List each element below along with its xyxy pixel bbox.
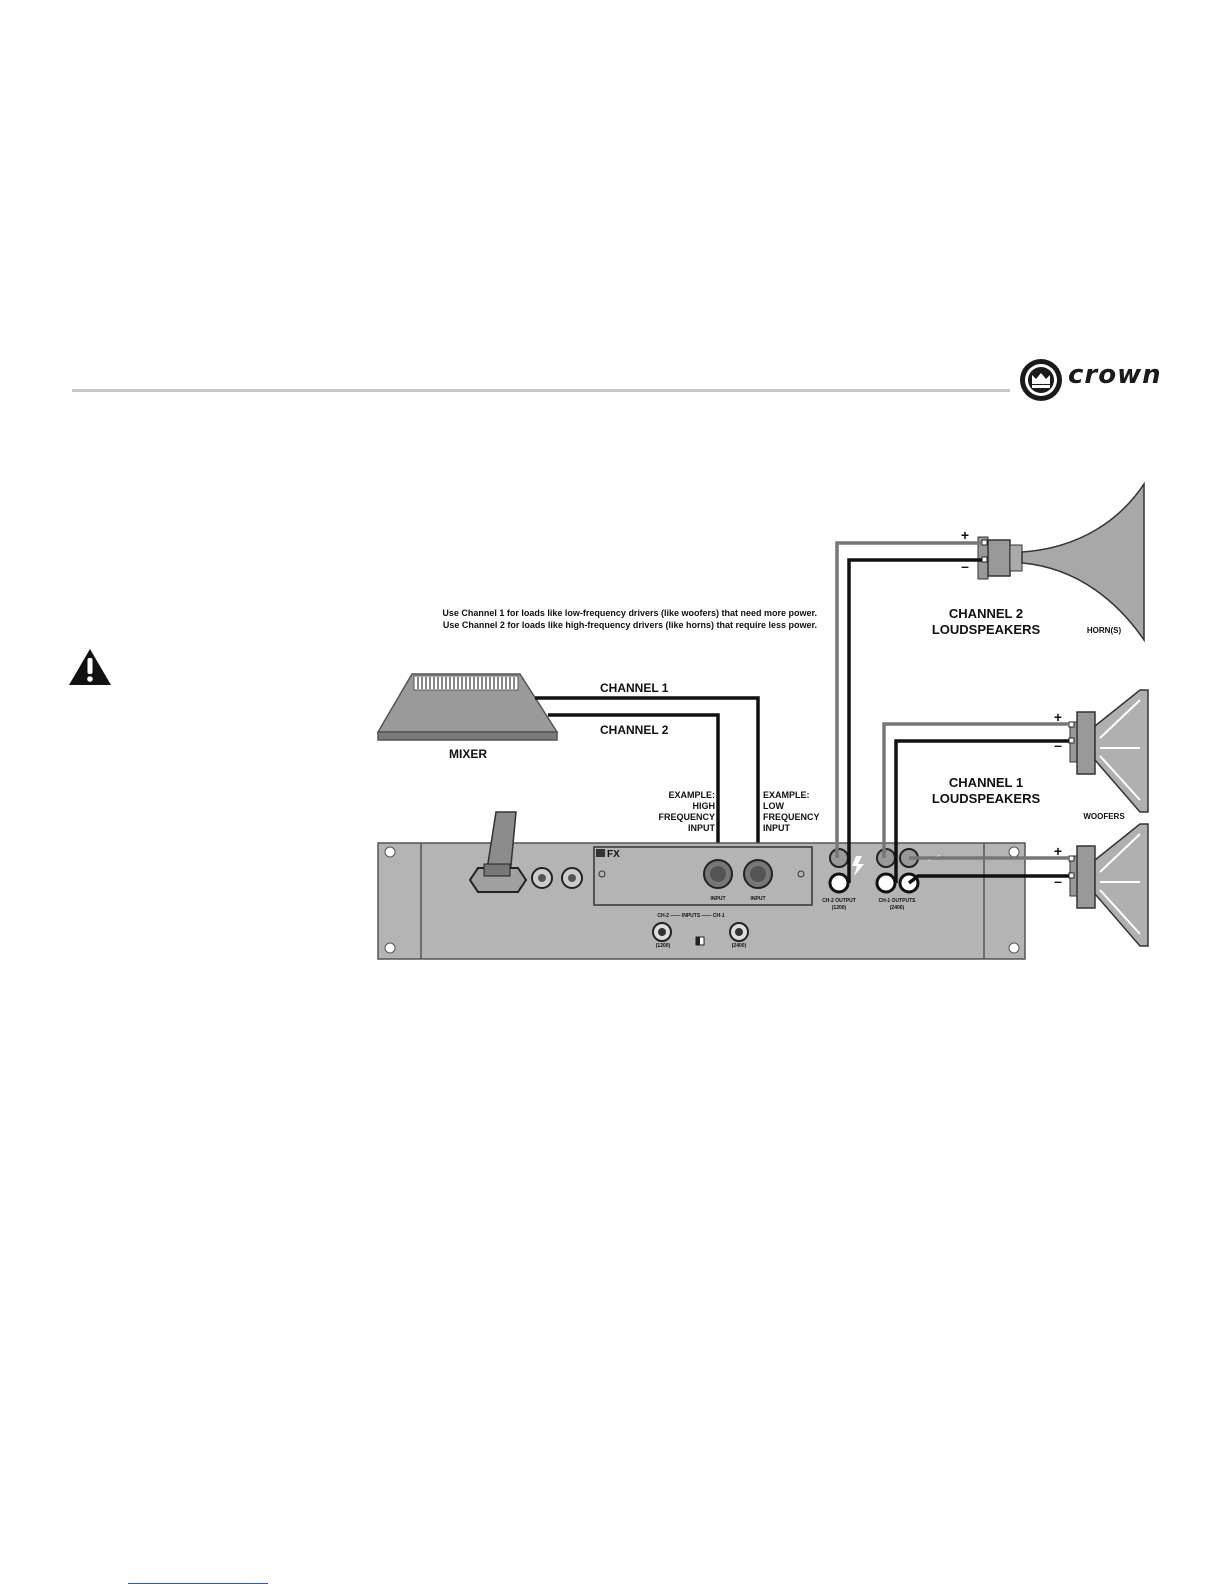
- svg-text:(2400): (2400): [732, 943, 747, 949]
- svg-text:FREQUENCY: FREQUENCY: [763, 812, 820, 822]
- svg-text:EXAMPLE:: EXAMPLE:: [763, 790, 810, 800]
- svg-text:(1200): (1200): [832, 905, 847, 911]
- amplifier-rack: FX INPUT INPUT CH-2 —— INPUTS —— CH-1 (1…: [377, 811, 1026, 960]
- note-line-1: Use Channel 1 for loads like low-frequen…: [442, 608, 817, 618]
- svg-text:CH-1 OUTPUTS: CH-1 OUTPUTS: [879, 898, 917, 904]
- horns-label: HORN(S): [1087, 626, 1122, 635]
- svg-text:FREQUENCY: FREQUENCY: [658, 812, 715, 822]
- woofers-label: WOOFERS: [1083, 812, 1125, 821]
- mixer: [376, 673, 559, 741]
- svg-text:(1200): (1200): [656, 943, 671, 949]
- svg-text:LOW: LOW: [763, 801, 784, 811]
- svg-text:INPUT: INPUT: [751, 896, 766, 902]
- note-line-2: Use Channel 2 for loads like high-freque…: [443, 620, 817, 630]
- horn-driver: [977, 481, 1145, 643]
- svg-text:+: +: [961, 527, 969, 543]
- svg-text:CH-2 —— INPUTS —— CH-1: CH-2 —— INPUTS —— CH-1: [657, 913, 724, 919]
- header-rule: [72, 389, 1010, 392]
- crown-logo-icon: [1020, 359, 1062, 401]
- svg-text:LOUDSPEAKERS: LOUDSPEAKERS: [932, 791, 1041, 806]
- example-high-label: EXAMPLE: HIGH FREQUENCY INPUT: [658, 790, 715, 833]
- channel1-speaker-cables: [882, 722, 1069, 885]
- channel2-loudspeakers-label: CHANNEL 2: [949, 606, 1023, 621]
- mixer-cables: [535, 696, 760, 860]
- fx-module-label: FX: [607, 849, 620, 860]
- svg-text:INPUT: INPUT: [688, 823, 716, 833]
- channel1-loudspeakers-label: CHANNEL 1: [949, 775, 1023, 790]
- svg-text:INPUT: INPUT: [711, 896, 726, 902]
- svg-text:+: +: [1054, 709, 1062, 725]
- warning-triangle-icon: [69, 649, 111, 685]
- example-low-label: EXAMPLE: LOW FREQUENCY INPUT: [763, 790, 820, 833]
- mixer-label: MIXER: [449, 747, 487, 761]
- svg-text:+: +: [1054, 843, 1062, 859]
- svg-text:–: –: [1054, 873, 1062, 889]
- woofer-bottom: [1068, 823, 1149, 947]
- svg-text:LOUDSPEAKERS: LOUDSPEAKERS: [932, 622, 1041, 637]
- channel2-speaker-cables: [835, 541, 982, 883]
- channel2-label: CHANNEL 2: [600, 723, 669, 737]
- woofer-top: [1068, 689, 1149, 813]
- svg-text:CH-2 OUTPUT: CH-2 OUTPUT: [822, 898, 856, 904]
- svg-text:EXAMPLE:: EXAMPLE:: [668, 790, 715, 800]
- svg-text:HIGH: HIGH: [693, 801, 716, 811]
- svg-text:–: –: [961, 558, 969, 574]
- channel1-label: CHANNEL 1: [600, 681, 669, 695]
- svg-text:INPUT: INPUT: [763, 823, 791, 833]
- brand-wordmark: crown: [1068, 360, 1162, 390]
- svg-text:–: –: [1054, 737, 1062, 753]
- svg-text:(2400): (2400): [890, 905, 905, 911]
